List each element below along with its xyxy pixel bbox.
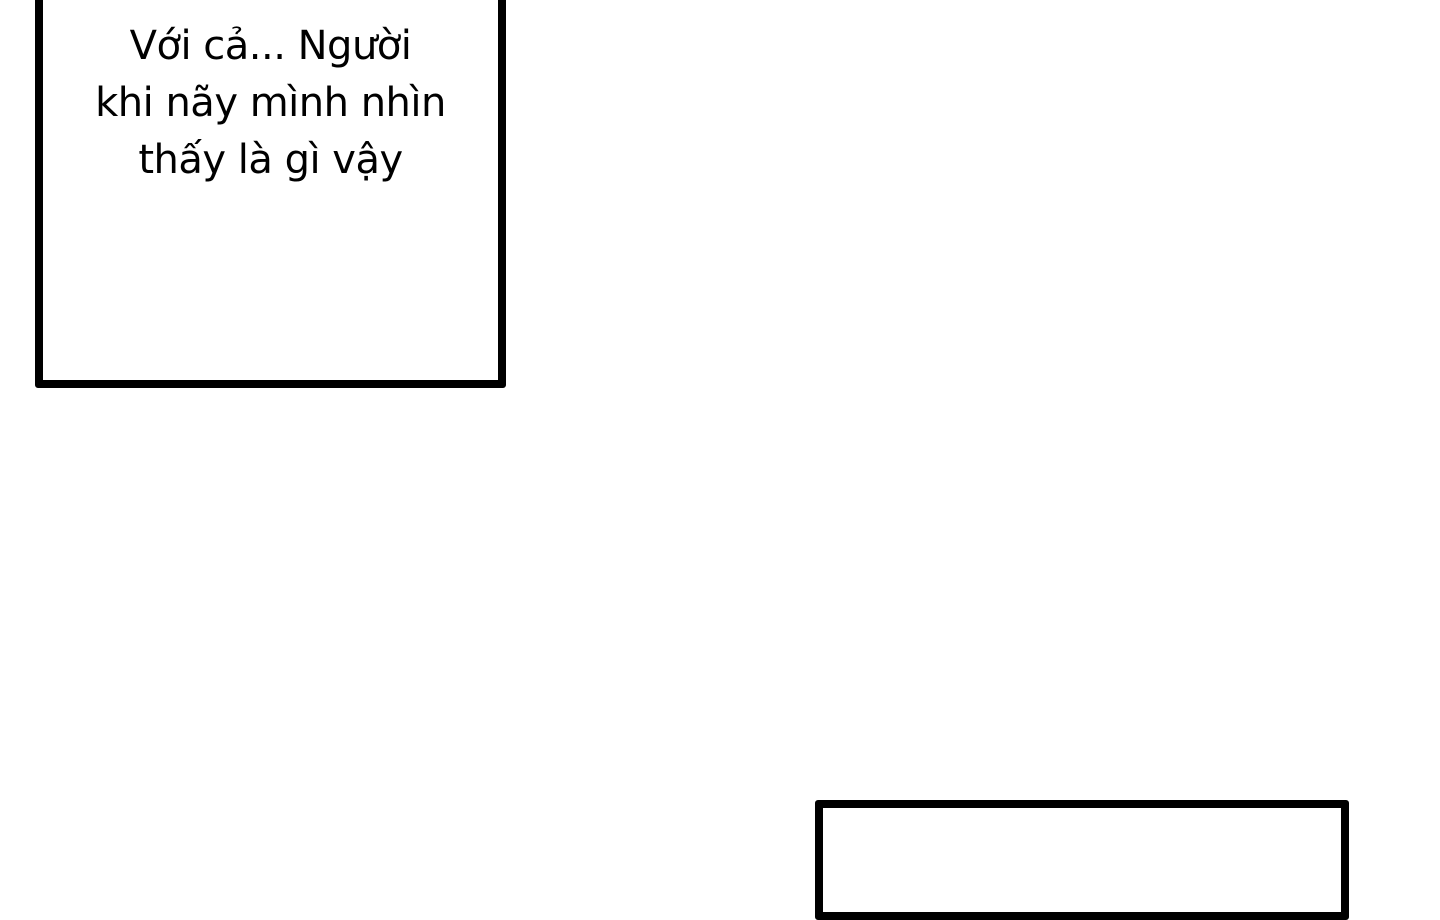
comic-panel-top-left: Với cả... Người khi nãy mình nhìn thấy l…: [35, 0, 506, 388]
caption-line: khi nãy mình nhìn: [95, 80, 446, 126]
comic-panel-bottom-right: [815, 800, 1349, 920]
caption-line: Với cả... Người: [129, 23, 412, 69]
caption-line: thấy là gì vậy: [138, 137, 403, 183]
caption-text: Với cả... Người khi nãy mình nhìn thấy l…: [43, 18, 498, 189]
